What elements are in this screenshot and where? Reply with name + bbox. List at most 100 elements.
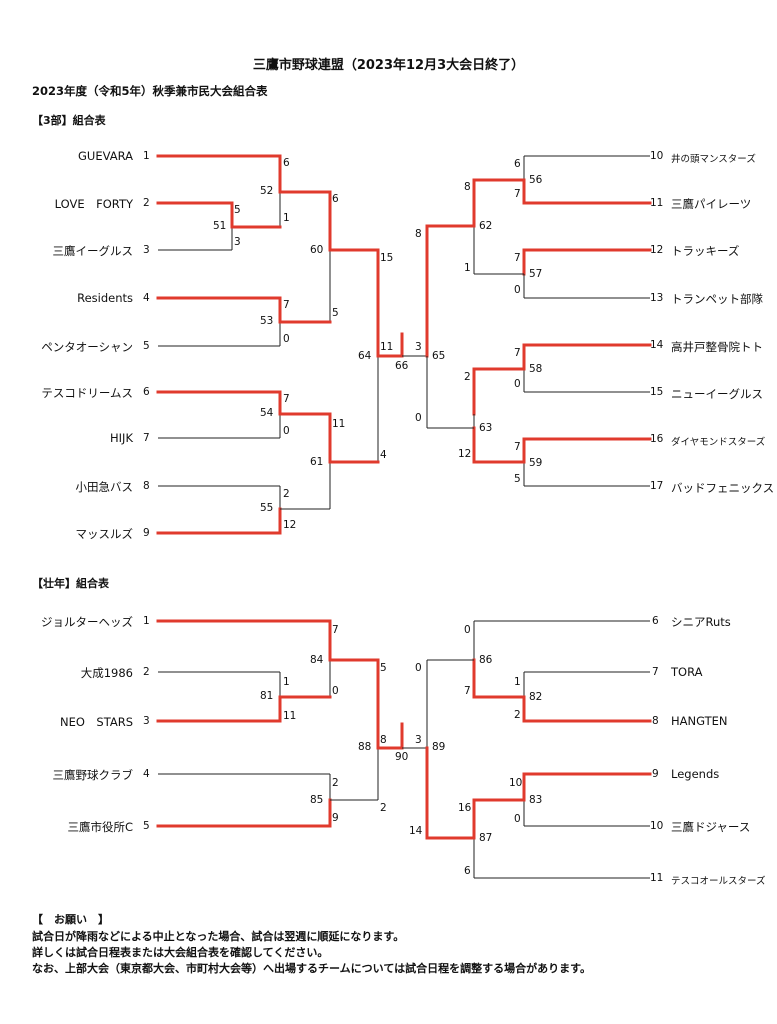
team-name: GUEVARA	[78, 149, 133, 163]
score: 12	[283, 519, 297, 531]
team-seed: 11	[650, 872, 664, 884]
score: 8	[380, 734, 387, 746]
game-number: 66	[395, 360, 409, 372]
team-name: マッスルズ	[75, 527, 134, 541]
score: 7	[514, 441, 521, 453]
score: 1	[283, 676, 290, 688]
team-seed: 6	[652, 615, 659, 627]
notice-line: なお、上部大会（東京都大会、市町村大会等）へ出場するチームについては試合日程を調…	[32, 962, 592, 975]
score: 3	[415, 734, 422, 746]
team-name: 小田急バス	[75, 480, 134, 494]
score: 4	[380, 449, 387, 461]
team-name: HIJK	[110, 431, 133, 445]
page-subtitle: 2023年度（令和5年）秋季兼市民大会組合表	[32, 84, 268, 98]
score: 7	[514, 188, 521, 200]
score: 6	[464, 865, 471, 877]
team-name: ペンタオーシャン	[41, 340, 133, 354]
team-seed: 12	[650, 244, 664, 256]
team-seed: 16	[650, 433, 664, 445]
score: 1	[283, 212, 290, 224]
team-seed: 13	[650, 292, 664, 304]
team-seed: 4	[143, 292, 150, 304]
score: 0	[464, 624, 471, 636]
notice-line: 詳しくは試合日程表または大会組合表を確認してください。	[32, 946, 329, 959]
game-number: 86	[479, 654, 493, 666]
page-title: 三鷹市野球連盟（2023年12月3大会日終了）	[252, 58, 525, 73]
score: 2	[464, 371, 471, 383]
score: 7	[283, 393, 290, 405]
game-number: 81	[260, 690, 274, 702]
team-seed: 2	[143, 197, 150, 209]
team-seed: 9	[652, 768, 659, 780]
game-number: 64	[358, 350, 372, 362]
score: 16	[458, 802, 472, 814]
notice-line: 試合日が降雨などによる中止となった場合、試合は翌週に順延になります。	[32, 930, 405, 943]
team-name: バッドフェニックス	[671, 481, 775, 495]
team-name: Residents	[77, 291, 133, 305]
game-number: 58	[529, 363, 543, 375]
team-name: 三鷹イーグルス	[52, 244, 134, 258]
score: 5	[332, 307, 339, 319]
score: 9	[332, 812, 339, 824]
team-name: 三鷹市役所C	[67, 820, 133, 834]
team-seed: 1	[143, 150, 150, 162]
score: 7	[514, 252, 521, 264]
team-seed: 8	[143, 480, 150, 492]
team-seed: 6	[143, 386, 150, 398]
score: 0	[415, 662, 422, 674]
score: 2	[514, 709, 521, 721]
score: 3	[234, 236, 241, 248]
team-name: トラッキーズ	[671, 244, 740, 258]
score: 0	[332, 685, 339, 697]
score: 0	[514, 813, 521, 825]
team-name: ジョルターヘッズ	[41, 615, 133, 629]
game-number: 88	[358, 741, 372, 753]
team-name: 井の頭マンスターズ	[671, 154, 756, 165]
team-seed: 5	[143, 820, 150, 832]
game-number: 89	[432, 741, 446, 753]
game-number: 57	[529, 268, 543, 280]
team-seed: 10	[650, 150, 664, 162]
score: 0	[514, 284, 521, 296]
score: 12	[458, 448, 472, 460]
game-number: 59	[529, 457, 543, 469]
game-number: 61	[310, 456, 324, 468]
score: 5	[234, 204, 241, 216]
team-name: トランペット部隊	[671, 292, 763, 306]
section-label-sounen: 【壮年】組合表	[32, 577, 109, 590]
score: 6	[283, 157, 290, 169]
score: 7	[332, 624, 339, 636]
team-name: ニューイーグルス	[671, 387, 763, 401]
score: 0	[283, 425, 290, 437]
score: 5	[514, 473, 521, 485]
score: 5	[380, 662, 387, 674]
team-seed: 3	[143, 244, 150, 256]
team-name: TORA	[671, 665, 703, 679]
score: 8	[464, 181, 471, 193]
team-seed: 7	[143, 432, 150, 444]
score: 11	[283, 710, 297, 722]
score: 6	[514, 158, 521, 170]
team-name: NEO STARS	[59, 715, 133, 729]
team-name: 大成1986	[80, 666, 133, 680]
team-name: ダイヤモンドスターズ	[671, 437, 766, 448]
team-seed: 2	[143, 666, 150, 678]
score: 6	[332, 193, 339, 205]
game-number: 53	[260, 315, 274, 327]
score: 8	[415, 228, 422, 240]
score: 15	[380, 252, 394, 264]
team-name: Legends	[671, 767, 720, 781]
game-number: 51	[213, 220, 227, 232]
score: 1	[514, 676, 521, 688]
score: 7	[283, 299, 290, 311]
game-number: 83	[529, 794, 543, 806]
team-seed: 4	[143, 768, 150, 780]
team-name: LOVE FORTY	[54, 197, 133, 211]
team-name: 高井戸整骨院トト	[671, 340, 763, 354]
score: 1	[464, 262, 471, 274]
score: 2	[283, 488, 290, 500]
game-number: 63	[479, 422, 493, 434]
game-number: 55	[260, 502, 274, 514]
game-number: 60	[310, 244, 324, 256]
team-seed: 3	[143, 715, 150, 727]
